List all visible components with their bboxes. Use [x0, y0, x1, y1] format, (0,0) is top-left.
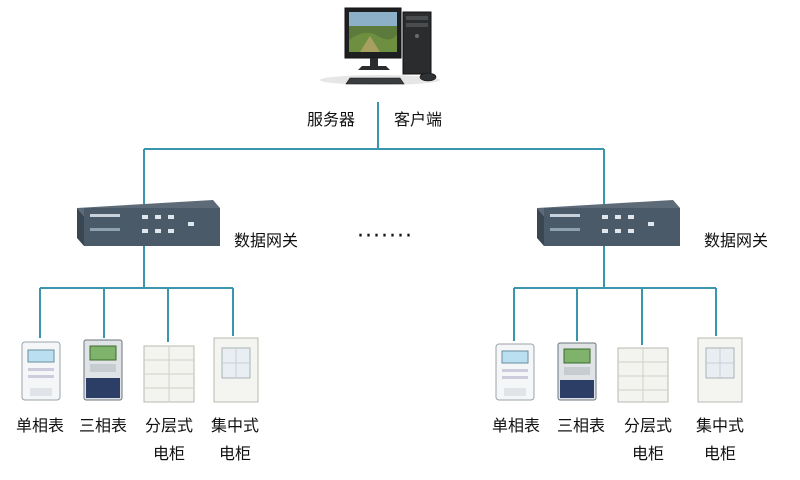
client-label: 客户端 [394, 110, 443, 129]
three-phase-meter-icon [557, 342, 597, 401]
left-device-label-3: 分层式 [144, 416, 193, 435]
right-device-label-1: 单相表 [491, 416, 540, 435]
layered-cabinet-icon [617, 347, 669, 403]
left-device-label-2: 三相表 [78, 416, 127, 435]
centralized-cabinet-icon [213, 337, 259, 403]
single-phase-meter-icon [21, 341, 61, 401]
ellipsis-indicator: ······· [357, 224, 413, 249]
right-device-label-4: 集中式 [695, 416, 744, 435]
left-device-label-4: 集中式 [210, 416, 259, 435]
right-device-label-2: 三相表 [556, 416, 605, 435]
right-device-label-3: 分层式 [623, 416, 672, 435]
right-device-label-4b: 电柜 [703, 444, 736, 463]
left-device-label-3b: 电柜 [152, 444, 185, 463]
network-gateway-icon [537, 200, 680, 246]
network-gateway-icon [77, 200, 220, 246]
right-device-label-3b: 电柜 [631, 444, 664, 463]
left-device-label-1: 单相表 [15, 416, 64, 435]
connector-lines [39, 102, 717, 345]
centralized-cabinet-icon [697, 337, 743, 403]
server-label: 服务器 [307, 110, 356, 129]
left-device-label-4b: 电柜 [218, 444, 251, 463]
left-gateway-label: 数据网关 [234, 231, 299, 250]
layered-cabinet-icon [143, 345, 195, 403]
three-phase-meter-icon [83, 339, 123, 401]
single-phase-meter-icon [495, 343, 535, 401]
desktop-computer-icon [320, 7, 440, 85]
right-gateway-label: 数据网关 [704, 231, 769, 250]
